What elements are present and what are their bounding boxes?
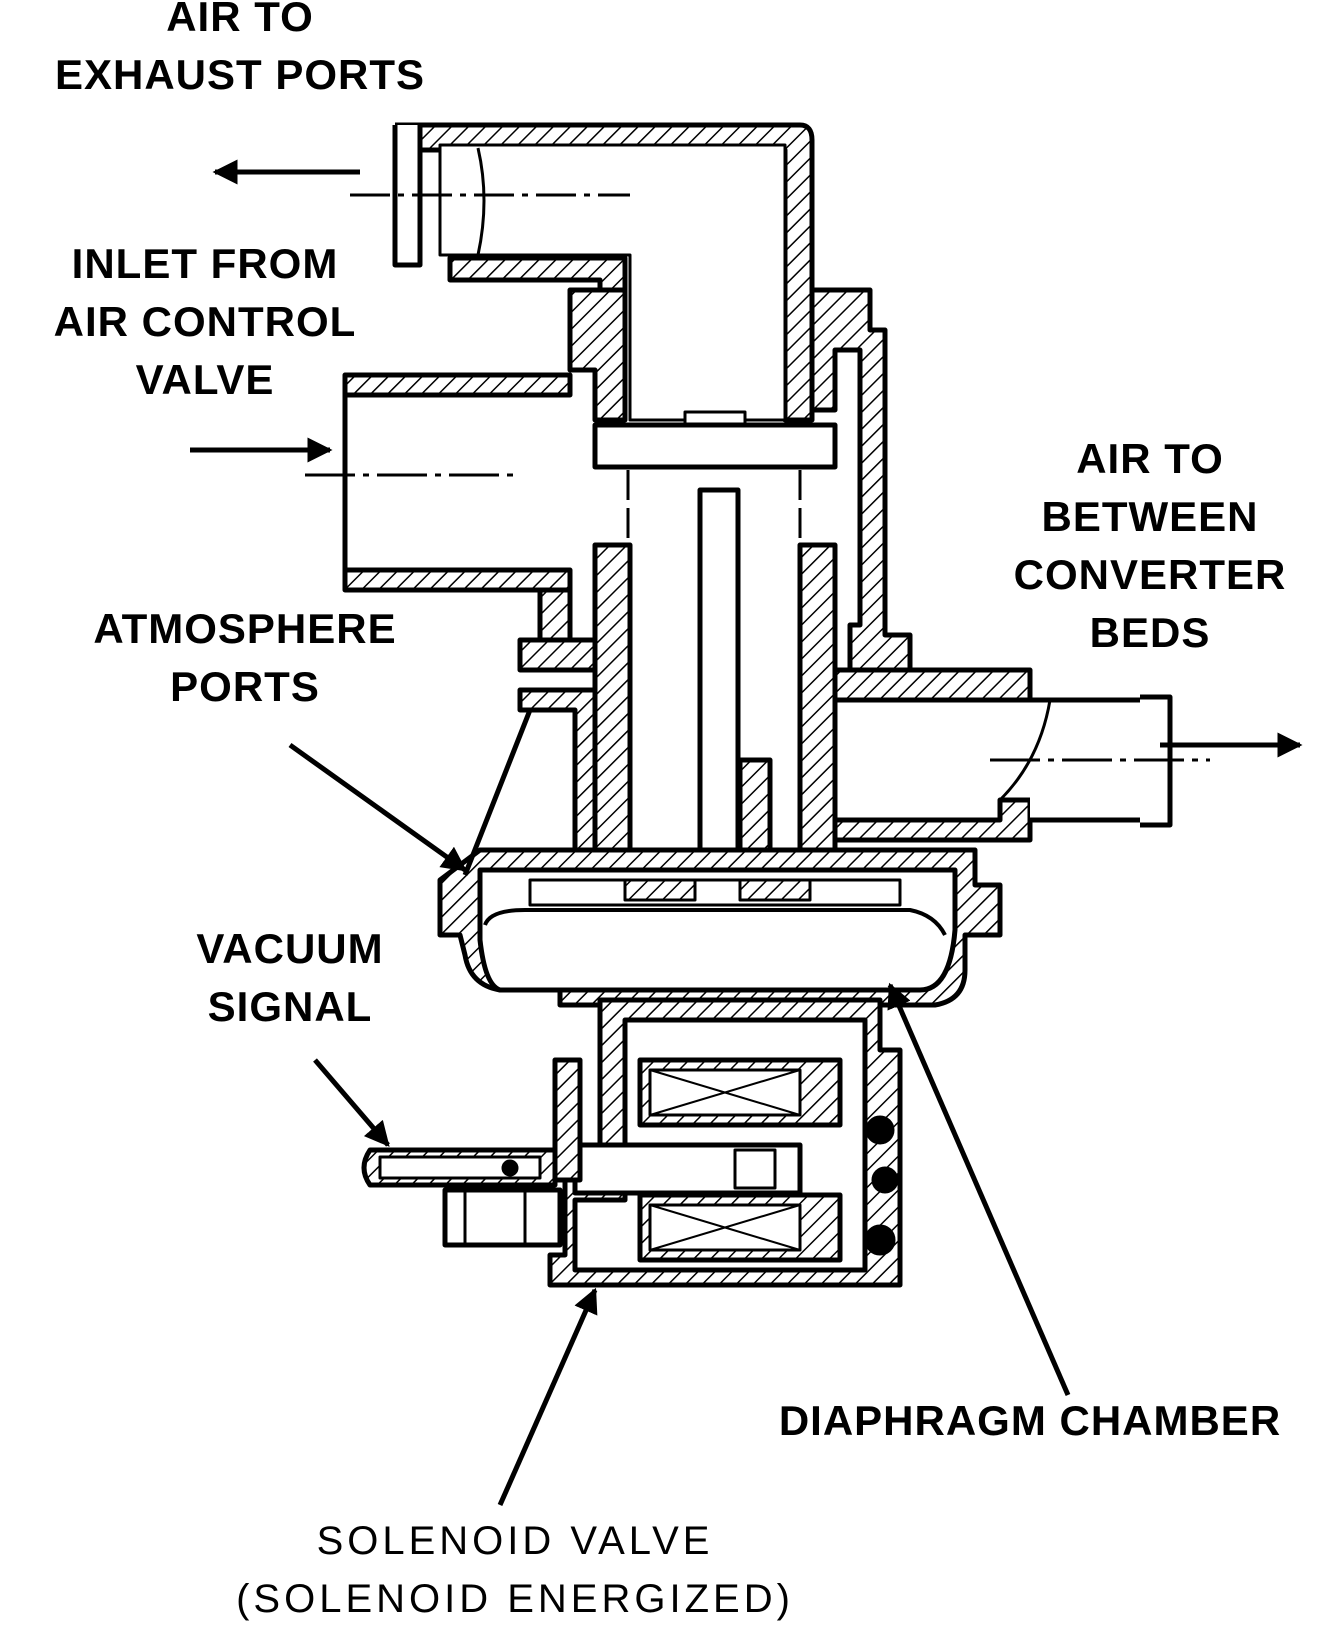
vacuum-leader-arrow bbox=[313, 1058, 390, 1147]
label-line: BETWEEN bbox=[1041, 493, 1259, 540]
solenoid-body bbox=[547, 997, 903, 1288]
label-line: AIR TO bbox=[166, 0, 314, 40]
solenoid-leader-arrow bbox=[497, 1287, 598, 1507]
label-line: SOLENOID VALVE bbox=[316, 1519, 714, 1563]
label-line: SIGNAL bbox=[207, 983, 373, 1030]
label-line: VACUUM bbox=[196, 925, 384, 972]
diaphragm-leader-arrow bbox=[887, 982, 1071, 1396]
middle-flange bbox=[517, 637, 1033, 853]
inlet-pipe bbox=[305, 287, 628, 643]
label-vacuum-signal: VACUUM SIGNAL bbox=[170, 920, 410, 1036]
label-line: (SOLENOID ENERGIZED) bbox=[236, 1577, 794, 1621]
label-line: VALVE bbox=[135, 356, 275, 403]
label-inlet-from-air-control-valve: INLET FROM AIR CONTROL VALVE bbox=[25, 235, 385, 409]
label-line: CONVERTER bbox=[1013, 551, 1287, 598]
valve-disc-and-stem bbox=[592, 410, 838, 873]
atmosphere-leader-line bbox=[462, 709, 533, 876]
label-atmosphere-ports: ATMOSPHERE PORTS bbox=[70, 600, 420, 716]
label-air-to-exhaust-ports: AIR TO EXHAUST PORTS bbox=[35, 0, 445, 104]
label-line: EXHAUST PORTS bbox=[54, 51, 426, 98]
label-line: ATMOSPHERE bbox=[93, 605, 397, 652]
label-line: PORTS bbox=[170, 663, 320, 710]
label-line: AIR TO bbox=[1076, 435, 1224, 482]
label-diaphragm-chamber: DIAPHRAGM CHAMBER bbox=[740, 1392, 1320, 1450]
label-line: BEDS bbox=[1089, 609, 1211, 656]
label-air-to-between-converter-beds: AIR TO BETWEEN CONVERTER BEDS bbox=[985, 430, 1315, 662]
label-line: DIAPHRAGM CHAMBER bbox=[778, 1397, 1282, 1444]
diaphragm-housing bbox=[437, 847, 1003, 1008]
converter-outlet-pipe bbox=[990, 694, 1210, 828]
label-solenoid-valve: SOLENOID VALVE (SOLENOID ENERGIZED) bbox=[185, 1512, 845, 1628]
label-line: INLET FROM bbox=[71, 240, 339, 287]
atmosphere-leader-arrow bbox=[288, 742, 468, 873]
exhaust-elbow-tube bbox=[350, 122, 815, 423]
label-line: AIR CONTROL bbox=[53, 298, 357, 345]
vacuum-nipple bbox=[361, 1147, 563, 1248]
